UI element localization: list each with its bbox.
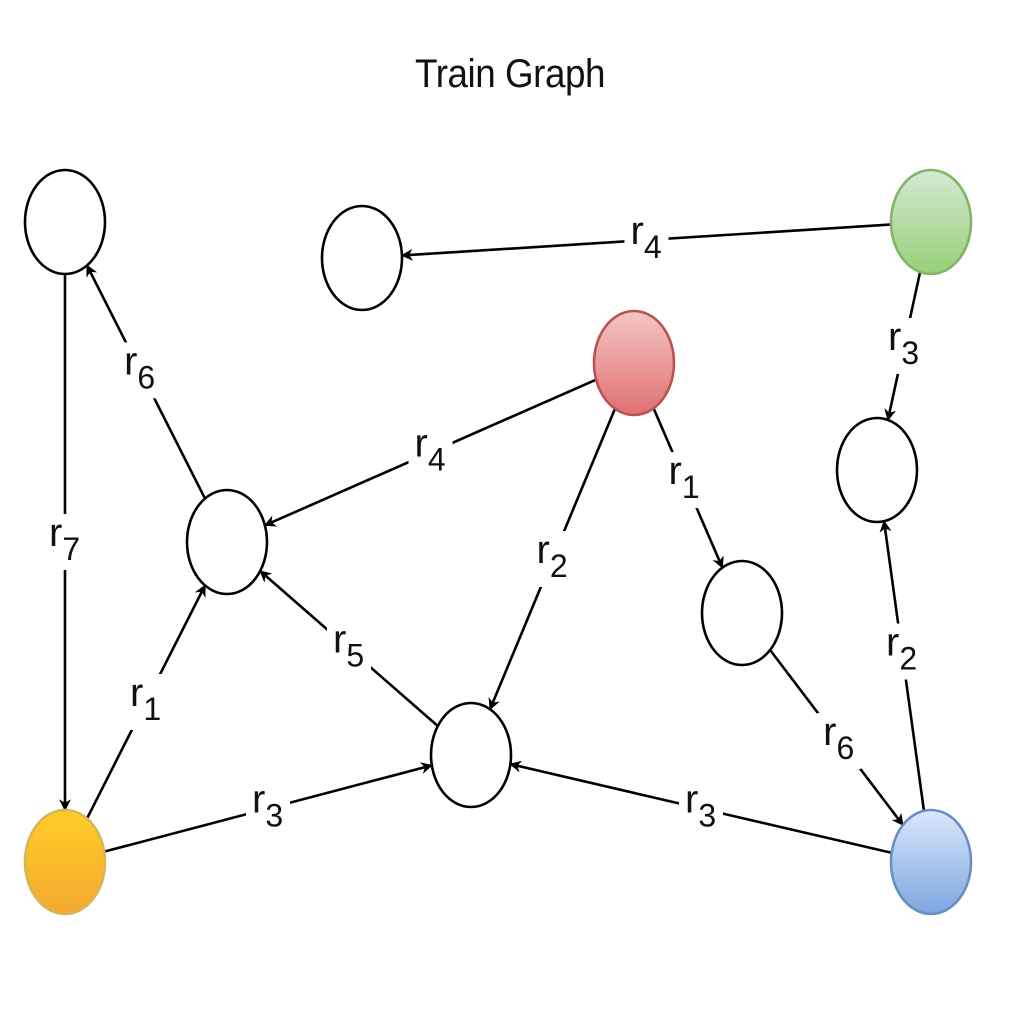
node-orange [23, 808, 107, 916]
relation-name: r [886, 621, 899, 665]
node-f [429, 701, 513, 809]
edge-label-background [327, 620, 371, 677]
edge-label-background [880, 623, 925, 680]
relation-index: 6 [137, 359, 155, 395]
relation-index: 3 [698, 798, 716, 834]
relation-name: r [537, 528, 550, 572]
edge-label-background [679, 780, 723, 837]
diagram-title: Train Graph [415, 52, 605, 96]
edge-label: r5 [333, 618, 364, 674]
relation-index: 7 [62, 531, 80, 567]
node-green [889, 168, 973, 276]
edge-label: r2 [886, 621, 917, 677]
relation-index: 5 [346, 638, 364, 674]
relation-index: 2 [899, 641, 917, 677]
relation-index: 3 [265, 798, 283, 834]
edge-label-background [817, 712, 862, 769]
relation-index: 3 [901, 335, 919, 371]
nodes-layer [23, 168, 973, 916]
relation-name: r [49, 511, 62, 555]
edge-label-background [624, 212, 669, 268]
relation-name: r [333, 618, 346, 662]
relation-name: r [631, 209, 644, 253]
relation-name: r [415, 422, 428, 466]
relation-index: 1 [682, 469, 700, 505]
relation-name: r [888, 315, 901, 359]
edge-label: r6 [124, 339, 155, 395]
node-blue [889, 808, 973, 916]
edge-label: r7 [49, 511, 80, 567]
relation-index: 1 [143, 691, 161, 727]
edge-label-background [882, 318, 926, 374]
edge-label-background [124, 674, 168, 730]
relation-name: r [823, 710, 836, 754]
relation-index: 4 [644, 229, 662, 265]
relation-index: 6 [836, 730, 854, 766]
edge-label-background [408, 424, 453, 481]
edge-label-background [118, 342, 163, 399]
node-b [320, 204, 404, 312]
relation-index: 2 [550, 548, 568, 584]
edge-label: r6 [823, 710, 854, 766]
edge-label: r4 [415, 422, 446, 478]
node-d [185, 488, 269, 596]
edge-label: r3 [252, 778, 283, 834]
edge-label: r3 [685, 778, 716, 834]
node-a [23, 168, 107, 276]
node-c [835, 416, 919, 524]
relation-name: r [685, 778, 698, 822]
relation-name: r [130, 671, 143, 715]
edge-label-background [246, 780, 290, 837]
relation-index: 4 [428, 442, 446, 478]
edge-label-background [530, 531, 575, 587]
node-e [700, 559, 784, 667]
node-red [592, 309, 676, 417]
relation-name: r [124, 339, 137, 383]
edge-label-background [43, 514, 87, 570]
relation-name: r [669, 449, 682, 493]
relation-name: r [252, 778, 265, 822]
edge-label: r3 [888, 315, 919, 371]
edge-label: r1 [669, 449, 700, 505]
edge-label: r2 [537, 528, 568, 584]
edge-label-background [662, 452, 707, 509]
edge-label: r4 [631, 209, 662, 265]
edge-label: r1 [130, 671, 161, 727]
